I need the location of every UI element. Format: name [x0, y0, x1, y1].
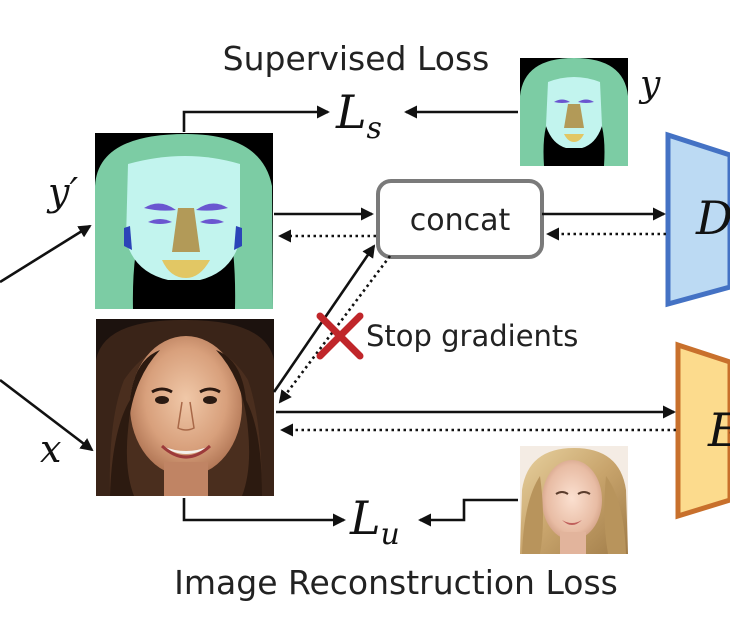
label-y: y	[638, 64, 661, 105]
label-x: x	[40, 427, 61, 471]
discriminator-block	[665, 131, 730, 308]
red-x-icon	[316, 312, 364, 360]
label-y-prime: y′	[46, 170, 78, 214]
supervised-loss-title: Supervised Loss	[223, 39, 490, 78]
discriminator-label: D	[695, 191, 730, 245]
segmentation-map-y-prime	[95, 133, 273, 309]
arrow-input-to-x	[0, 378, 94, 452]
encoder-label: E	[707, 403, 730, 457]
encoder-block	[675, 341, 730, 520]
loss-lu-main: L	[349, 491, 381, 545]
arrow-input-to-y-prime	[0, 224, 92, 284]
segmentation-map-y	[520, 58, 628, 166]
loss-lu-sub: u	[381, 517, 400, 552]
arrow-x-to-lu	[182, 498, 346, 527]
loss-lu: Lu	[349, 491, 400, 552]
image-reconstruction-caption: Image Reconstruction Loss	[174, 563, 618, 602]
arrow-y-prime-to-ls	[182, 105, 330, 132]
photo-reconstruction-face	[520, 446, 628, 554]
loss-ls-sub: s	[367, 111, 382, 146]
concat-label: concat	[410, 203, 511, 238]
loss-ls: Ls	[335, 85, 382, 146]
stop-gradients-label: Stop gradients	[366, 319, 578, 353]
loss-ls-main: L	[335, 85, 367, 139]
photo-x-face	[96, 319, 274, 496]
concat-box	[376, 179, 544, 259]
arrow-reconstruction-to-lu	[418, 498, 518, 527]
